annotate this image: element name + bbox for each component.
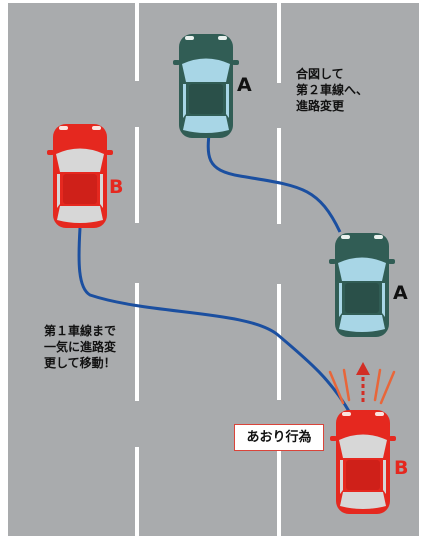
car-a-bottom-icon xyxy=(329,233,395,337)
car-b-left-label: B xyxy=(109,176,124,198)
car-a-path xyxy=(206,124,342,233)
car-a-lane-change-note: 合図して 第２車線へ、 進路変更 xyxy=(296,67,369,113)
car-b-bottom-label: B xyxy=(394,457,409,479)
car-b-lane-change-note: 第１車線まで 一気に進路変 更して移動！ xyxy=(44,324,117,370)
car-b-path xyxy=(77,227,352,414)
car-b-left-icon xyxy=(47,124,113,228)
car-a-top-icon xyxy=(173,34,239,138)
arrow-up-icon xyxy=(356,362,370,402)
lane-markings xyxy=(135,3,281,536)
tailgating-tag: あおり行為 xyxy=(234,424,324,451)
car-a-top-label: A xyxy=(237,74,252,96)
car-a-bottom-label: A xyxy=(393,282,408,304)
car-b-bottom-icon xyxy=(330,410,396,514)
tailgating-warning-lines-icon xyxy=(328,368,396,405)
